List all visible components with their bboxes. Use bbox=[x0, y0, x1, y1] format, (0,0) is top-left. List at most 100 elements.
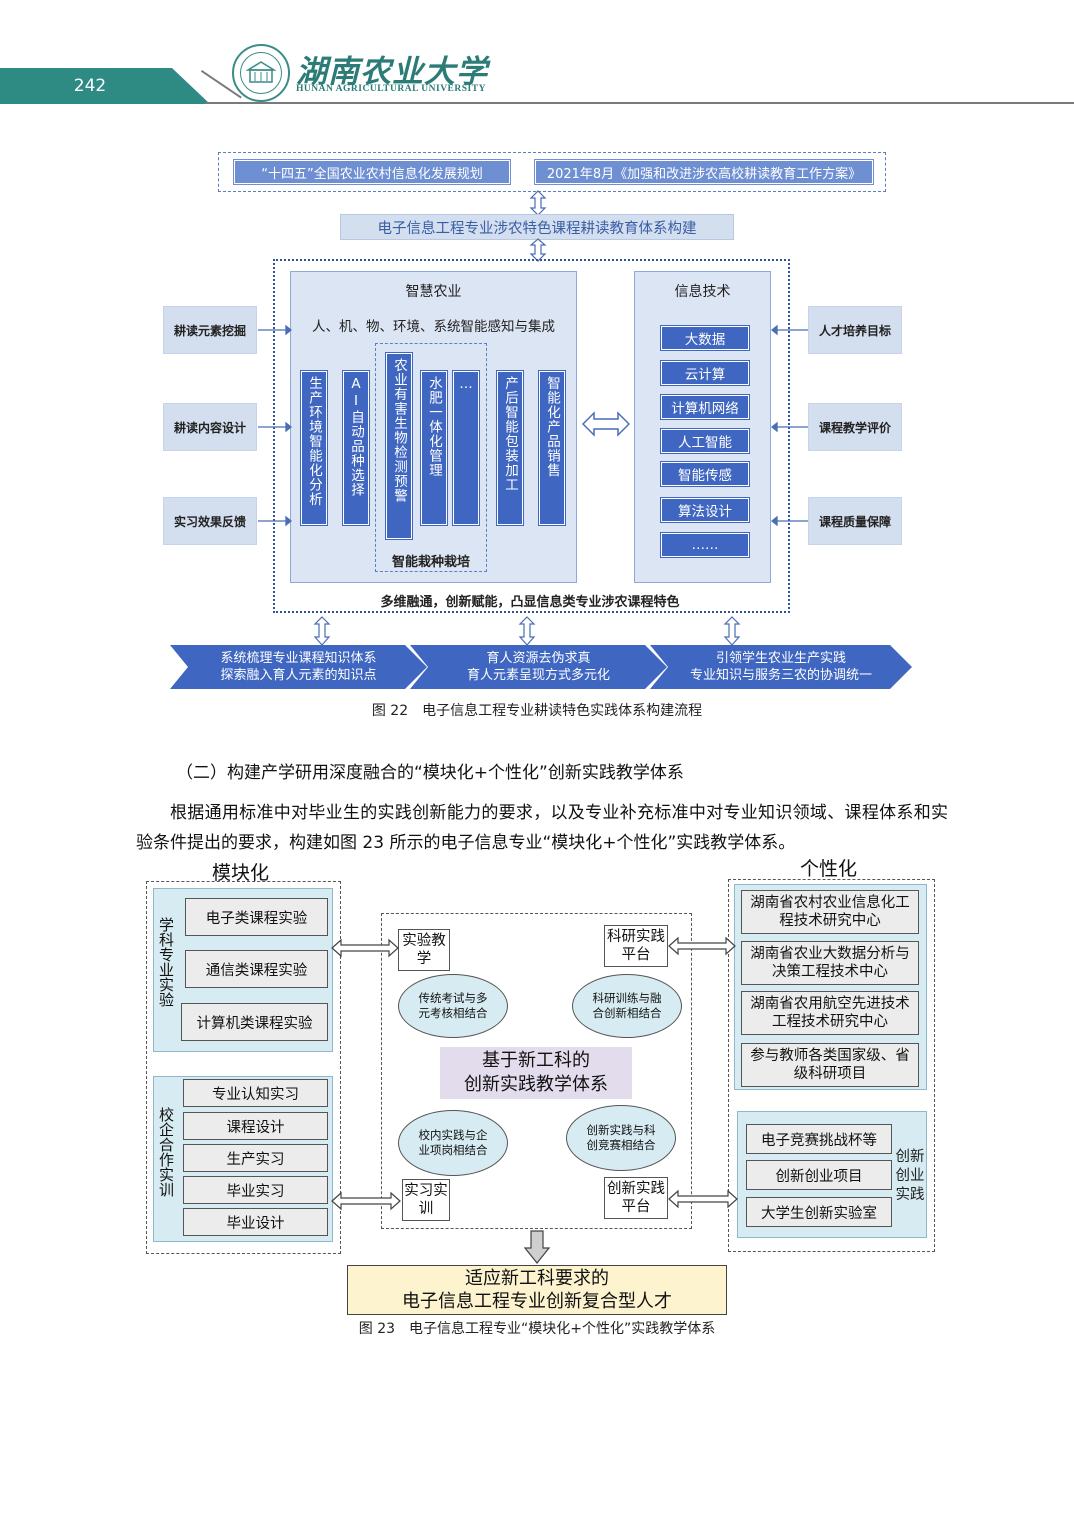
double-arrow-icon bbox=[529, 238, 547, 262]
side-box: 课程质量保障 bbox=[808, 497, 902, 545]
section-title: （二）构建产学研用深度融合的“模块化+个性化”创新实践教学体系 bbox=[176, 763, 684, 783]
chevron-line: 专业知识与服务三农的协调统一 bbox=[689, 668, 872, 683]
method-oval: 创新实践与科创竞赛相结合 bbox=[566, 1105, 676, 1171]
double-arrow-icon bbox=[518, 616, 536, 646]
policy-frame bbox=[218, 152, 886, 192]
innovation-item: 电子竞赛挑战杯等 bbox=[746, 1124, 892, 1154]
modular-column bbox=[146, 881, 341, 1254]
training-item: 毕业实习 bbox=[183, 1176, 328, 1204]
core-footer-text: 多维融通，创新赋能，凸显信息类专业涉农课程特色 bbox=[380, 594, 680, 610]
info-tech-panel bbox=[634, 271, 771, 583]
page-number: 242 bbox=[73, 76, 107, 96]
building-icon bbox=[245, 61, 277, 83]
chevron-line: 引领学生农业生产实践 bbox=[715, 651, 846, 666]
chevron-step: 育人资源去伪求真 育人元素呈现方式多元化 bbox=[410, 645, 667, 689]
agri-bar: 产后智能包装加工 bbox=[497, 371, 523, 525]
chevron-line: 育人元素呈现方式多元化 bbox=[466, 668, 610, 683]
body-paragraph: 根据通用标准中对毕业生的实践创新能力的要求，以及专业补充标准中对专业知识领域、课… bbox=[136, 803, 948, 853]
personalized-column bbox=[728, 879, 935, 1252]
method-oval: 科研训练与融合创新相结合 bbox=[572, 974, 682, 1038]
tech-item: 大数据 bbox=[661, 326, 749, 350]
cultivation-group-label: 智能栽种栽培 bbox=[391, 554, 470, 570]
panel-subtitle: 人、机、物、环境、系统智能感知与集成 bbox=[312, 319, 555, 335]
horizontal-double-arrow-icon bbox=[331, 1191, 401, 1211]
down-arrow-icon bbox=[524, 1230, 550, 1264]
cultivation-group-frame bbox=[375, 343, 487, 572]
figure-caption: 图 22 电子信息工程专业耕读特色实践体系构建流程 bbox=[371, 703, 703, 719]
outcome-box: 适应新工科要求的 电子信息工程专业创新复合型人才 bbox=[347, 1265, 727, 1315]
agri-bar: … bbox=[453, 371, 479, 525]
innovation-item: 创新创业项目 bbox=[746, 1160, 892, 1190]
core-system-box: 基于新工科的 创新实践教学体系 bbox=[440, 1047, 632, 1099]
main-title-bar: 电子信息工程专业涉农特色课程耕读教育体系构建 bbox=[340, 214, 734, 240]
agri-bar: 智能化产品销售 bbox=[539, 371, 565, 525]
policy-box: “十四五”全国农业农村信息化发展规划 bbox=[234, 160, 510, 184]
research-item: 湖南省农业大数据分析与决策工程技术中心 bbox=[741, 941, 919, 985]
side-box: 耕读内容设计 bbox=[163, 403, 257, 451]
training-item: 专业认知实习 bbox=[183, 1079, 328, 1107]
side-box: 实习效果反馈 bbox=[163, 497, 257, 545]
side-box: 人才培养目标 bbox=[808, 306, 902, 354]
agri-bar: 生产环境智能化分析 bbox=[301, 371, 327, 525]
chevron-step: 引领学生农业生产实践 专业知识与服务三农的协调统一 bbox=[650, 645, 912, 689]
horizontal-double-arrow-icon bbox=[668, 936, 736, 956]
chevron-line: 探索融入育人元素的知识点 bbox=[220, 668, 377, 683]
group-label: 校企合作实训 bbox=[157, 1107, 175, 1197]
header-rule bbox=[205, 102, 1074, 104]
agri-bar: AI自动品种选择 bbox=[343, 371, 369, 525]
core-line: 创新实践教学体系 bbox=[464, 1074, 608, 1095]
outcome-line: 电子信息工程专业创新复合型人才 bbox=[402, 1291, 672, 1312]
tech-item: …… bbox=[661, 533, 749, 557]
tech-item: 人工智能 bbox=[661, 429, 749, 453]
university-name-en: HUNAN AGRICULTURAL UNIVERSITY bbox=[296, 84, 486, 94]
chevron-step: 系统梳理专业课程知识体系 探索融入育人元素的知识点 bbox=[170, 645, 427, 689]
tech-item: 云计算 bbox=[661, 361, 749, 385]
training-item: 毕业设计 bbox=[183, 1208, 328, 1236]
tech-item: 算法设计 bbox=[661, 498, 749, 522]
group-label: 创新创业实践 bbox=[895, 1148, 925, 1203]
page-number-tab: 242 bbox=[0, 68, 210, 104]
right-arrow-icon bbox=[258, 324, 292, 527]
research-item: 参与教师各类国家级、省级科研项目 bbox=[741, 1043, 919, 1087]
training-item: 生产实习 bbox=[183, 1144, 328, 1172]
corner-box: 实习实训 bbox=[402, 1179, 450, 1221]
panel-title: 信息技术 bbox=[674, 284, 731, 300]
tech-item: 智能传感 bbox=[661, 462, 749, 486]
double-arrow-icon bbox=[313, 616, 331, 646]
experiment-item: 计算机类课程实验 bbox=[181, 1003, 328, 1041]
agri-bar: 水肥一体化管理 bbox=[421, 371, 447, 525]
outcome-line: 适应新工科要求的 bbox=[465, 1268, 609, 1289]
method-oval: 校内实践与企业项岗相结合 bbox=[398, 1110, 508, 1176]
double-arrow-icon bbox=[723, 616, 741, 646]
figure-caption: 图 23 电子信息工程专业“模块化+个性化”实践教学体系 bbox=[358, 1321, 716, 1337]
research-item: 湖南省农村农业信息化工程技术研究中心 bbox=[741, 890, 919, 934]
chevron-line: 系统梳理专业课程知识体系 bbox=[220, 651, 377, 666]
corner-box: 实验教学 bbox=[398, 929, 450, 971]
core-line: 基于新工科的 bbox=[482, 1050, 590, 1071]
experiment-item: 通信类课程实验 bbox=[185, 950, 328, 988]
horizontal-double-arrow-icon bbox=[331, 938, 399, 958]
center-frame bbox=[381, 913, 692, 1229]
column-title: 模块化 bbox=[212, 862, 270, 884]
core-frame bbox=[273, 259, 790, 613]
corner-box: 创新实践平台 bbox=[604, 1177, 668, 1219]
innovation-item: 大学生创新实验室 bbox=[746, 1197, 892, 1227]
policy-box: 2021年8月《加强和改进涉农高校耕读教育工作方案》 bbox=[535, 160, 873, 184]
experiment-item: 电子类课程实验 bbox=[185, 898, 328, 936]
panel-title: 智慧农业 bbox=[405, 284, 462, 300]
chevron-line: 育人资源去伪求真 bbox=[486, 651, 591, 666]
agri-bar: 农业有害生物检测预警 bbox=[386, 353, 412, 539]
method-oval: 传统考试与多元考核相结合 bbox=[398, 974, 508, 1038]
corner-box: 科研实践平台 bbox=[604, 925, 668, 967]
double-arrow-icon bbox=[529, 190, 547, 216]
university-name-cn: 湖南农业大学 bbox=[296, 54, 488, 90]
side-box: 课程教学评价 bbox=[808, 403, 902, 451]
horizontal-double-arrow-icon bbox=[668, 1189, 738, 1209]
university-logo-inner bbox=[240, 52, 282, 94]
group-label: 学科专业实验 bbox=[157, 917, 175, 1007]
side-box: 耕读元素挖掘 bbox=[163, 306, 257, 354]
training-item: 课程设计 bbox=[183, 1112, 328, 1140]
research-item: 湖南省农用航空先进技术工程技术研究中心 bbox=[741, 991, 919, 1035]
tech-item: 计算机网络 bbox=[661, 395, 749, 419]
horizontal-double-arrow-icon bbox=[582, 411, 630, 437]
